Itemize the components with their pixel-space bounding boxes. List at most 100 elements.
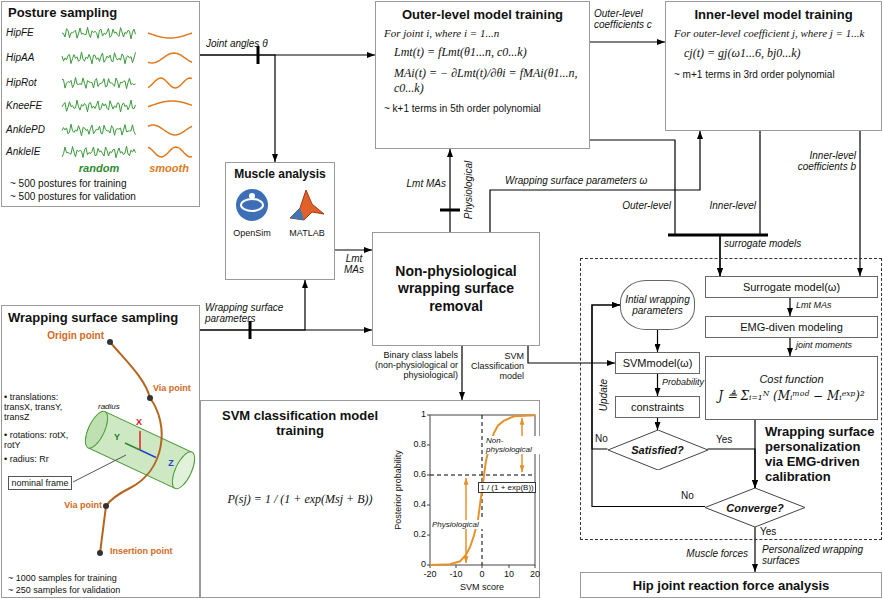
node-text: 0.2 — [404, 529, 426, 539]
edge-label: SVM Classification model — [466, 351, 524, 381]
node-text: • translations: transX, transY, transZ — [4, 392, 82, 422]
flow-arrow — [200, 280, 305, 330]
annotation-label: surrogate models — [724, 238, 814, 249]
node-text: KneeFE — [6, 100, 61, 111]
decision-diamond: Converge? — [705, 488, 805, 527]
node-title: Non-physiological wrapping surface remov… — [379, 263, 533, 316]
illustration-stroke — [73, 455, 126, 482]
node-text: SVM score — [447, 582, 517, 592]
flow-arrow — [592, 305, 620, 449]
process-box: EMG-diven modeling — [705, 316, 878, 338]
process-box: Hip joint reaction force analysis — [580, 572, 882, 598]
illustration-stroke — [81, 408, 112, 451]
illustration-stroke — [168, 449, 199, 492]
edge-label: No — [595, 433, 609, 444]
node-title: Wrapping surface personalization via EMG… — [765, 424, 880, 484]
node-title: Surrogate model(ω) — [710, 281, 873, 293]
process-box: SVMmodel(ω) — [615, 352, 700, 374]
illustration-stroke — [249, 193, 255, 199]
node-text: 0 — [470, 569, 494, 579]
illustration-stroke — [62, 124, 136, 136]
edge-label: Wrapping surface parameters — [205, 302, 301, 324]
process-box: Inner-level model trainingFor outer-leve… — [665, 1, 882, 131]
annotation-label: Muscle forces — [600, 548, 748, 559]
annotation-label: Update — [598, 370, 609, 420]
node-text: Lmt(t) = fLmt(θ1...n, c0...k) — [394, 45, 581, 60]
illustration-stroke — [290, 208, 304, 220]
edge-label: Inner-level — [708, 200, 756, 211]
flow-arrow — [590, 41, 665, 42]
edge-label: Binary class labels (non-physiological o… — [370, 350, 458, 380]
process-box: Cost functionJ ≜ Σᵢ₌₁ᴺ (Mᵢᵐᵒᵈ − Mᵢᵉˣᵖ)² — [705, 356, 878, 420]
illustration-stroke — [62, 52, 136, 64]
node-text: • radius: Rr — [4, 454, 82, 464]
panel-box: Muscle analysisOpenSimMATLAB — [225, 162, 335, 280]
flow-arrow — [200, 55, 275, 162]
illustration-stroke — [139, 431, 141, 450]
flow-arrow — [789, 298, 790, 316]
diamond-shape — [705, 488, 805, 527]
node-text: Physiological — [432, 520, 488, 529]
flow-arrow — [528, 346, 615, 363]
illustration-stroke — [100, 342, 162, 553]
illustration-stroke — [62, 77, 136, 88]
node-text: ~ 1000 samples for training — [8, 573, 196, 583]
node-title: EMG-diven modeling — [710, 321, 873, 333]
edge-label: Physiological — [463, 150, 474, 230]
node-text: AnkleIE — [6, 146, 61, 157]
node-text: ~ 250 samples for validation — [8, 585, 196, 595]
edge-label: Outer-level — [615, 200, 671, 211]
node-text: ~ 500 postures for training — [10, 178, 195, 189]
illustration-stroke — [148, 147, 192, 157]
illustration-stroke — [107, 339, 113, 345]
node-text: smooth — [143, 162, 195, 174]
edge-label: Wrapping surface parameters ω — [505, 175, 670, 186]
node-title: SVM classification model training — [205, 408, 395, 438]
illustration-stroke — [125, 443, 140, 450]
node-text: Non-physiological — [486, 436, 544, 454]
node-text: Posterior probability — [393, 425, 403, 555]
flow-arrow — [754, 527, 755, 572]
flow-arrow — [461, 346, 462, 400]
edge-label: Lmt MAs — [796, 300, 856, 310]
node-text: ~ 500 postures for validation — [10, 191, 195, 202]
node-text: Z — [166, 458, 176, 468]
edge-label: Outer-level coefficients c — [594, 8, 662, 30]
node-text: For outer-level coefficient j, where j =… — [674, 27, 873, 39]
illustration-stroke — [140, 450, 156, 458]
panel-box: Posture samplingHipFEHipAAHipRotKneeFEAn… — [1, 1, 200, 207]
node-text: ~ m+1 terms in 3rd order polynomial — [674, 69, 873, 80]
process-box: Intial wrapping parameters — [620, 280, 695, 330]
panel-box: SVM classification model trainingP(sj) =… — [200, 400, 540, 598]
illustration-stroke — [148, 125, 192, 135]
node-text: Via point — [56, 500, 102, 510]
diamond-shape — [608, 430, 708, 470]
edge-label: No — [681, 490, 701, 501]
node-text: 0.6 — [404, 469, 426, 479]
flow-arrow — [708, 449, 756, 488]
node-text: Via point — [153, 383, 198, 393]
illustration-stroke — [241, 199, 263, 211]
illustration-stroke — [62, 27, 136, 39]
flow-arrow — [592, 305, 705, 507]
node-title: Converge? — [705, 502, 805, 514]
decision-diamond: Satisfied? — [608, 430, 708, 470]
node-text: MATLAB — [280, 228, 334, 238]
flow-arrow — [859, 131, 860, 276]
node-text: 0 — [404, 559, 426, 569]
node-text: 1 — [404, 409, 426, 419]
process-box: Non-physiological wrapping surface remov… — [372, 232, 540, 346]
node-text: 20 — [523, 569, 547, 579]
node-text: J ≜ Σᵢ₌₁ᴺ (Mᵢᵐᵒᵈ − Mᵢᵉˣᵖ)² — [710, 389, 873, 403]
illustration-stroke — [148, 33, 192, 38]
illustration-stroke — [97, 550, 103, 556]
node-text: cj(t) = gj(ω1...6, bj0...k) — [684, 46, 873, 61]
process-box: Surrogate model(ω) — [705, 276, 878, 298]
flow-arrow — [490, 131, 700, 232]
node-text: OpenSim — [224, 228, 280, 238]
panel-box: Wrapping surface personalization via EMG… — [580, 258, 882, 540]
edge-label: joint moments — [796, 340, 866, 350]
node-text: • rotations: rotX, rotY — [4, 430, 82, 450]
node-title: Outer-level model training — [384, 7, 581, 22]
edge-label: Yes — [716, 434, 746, 445]
